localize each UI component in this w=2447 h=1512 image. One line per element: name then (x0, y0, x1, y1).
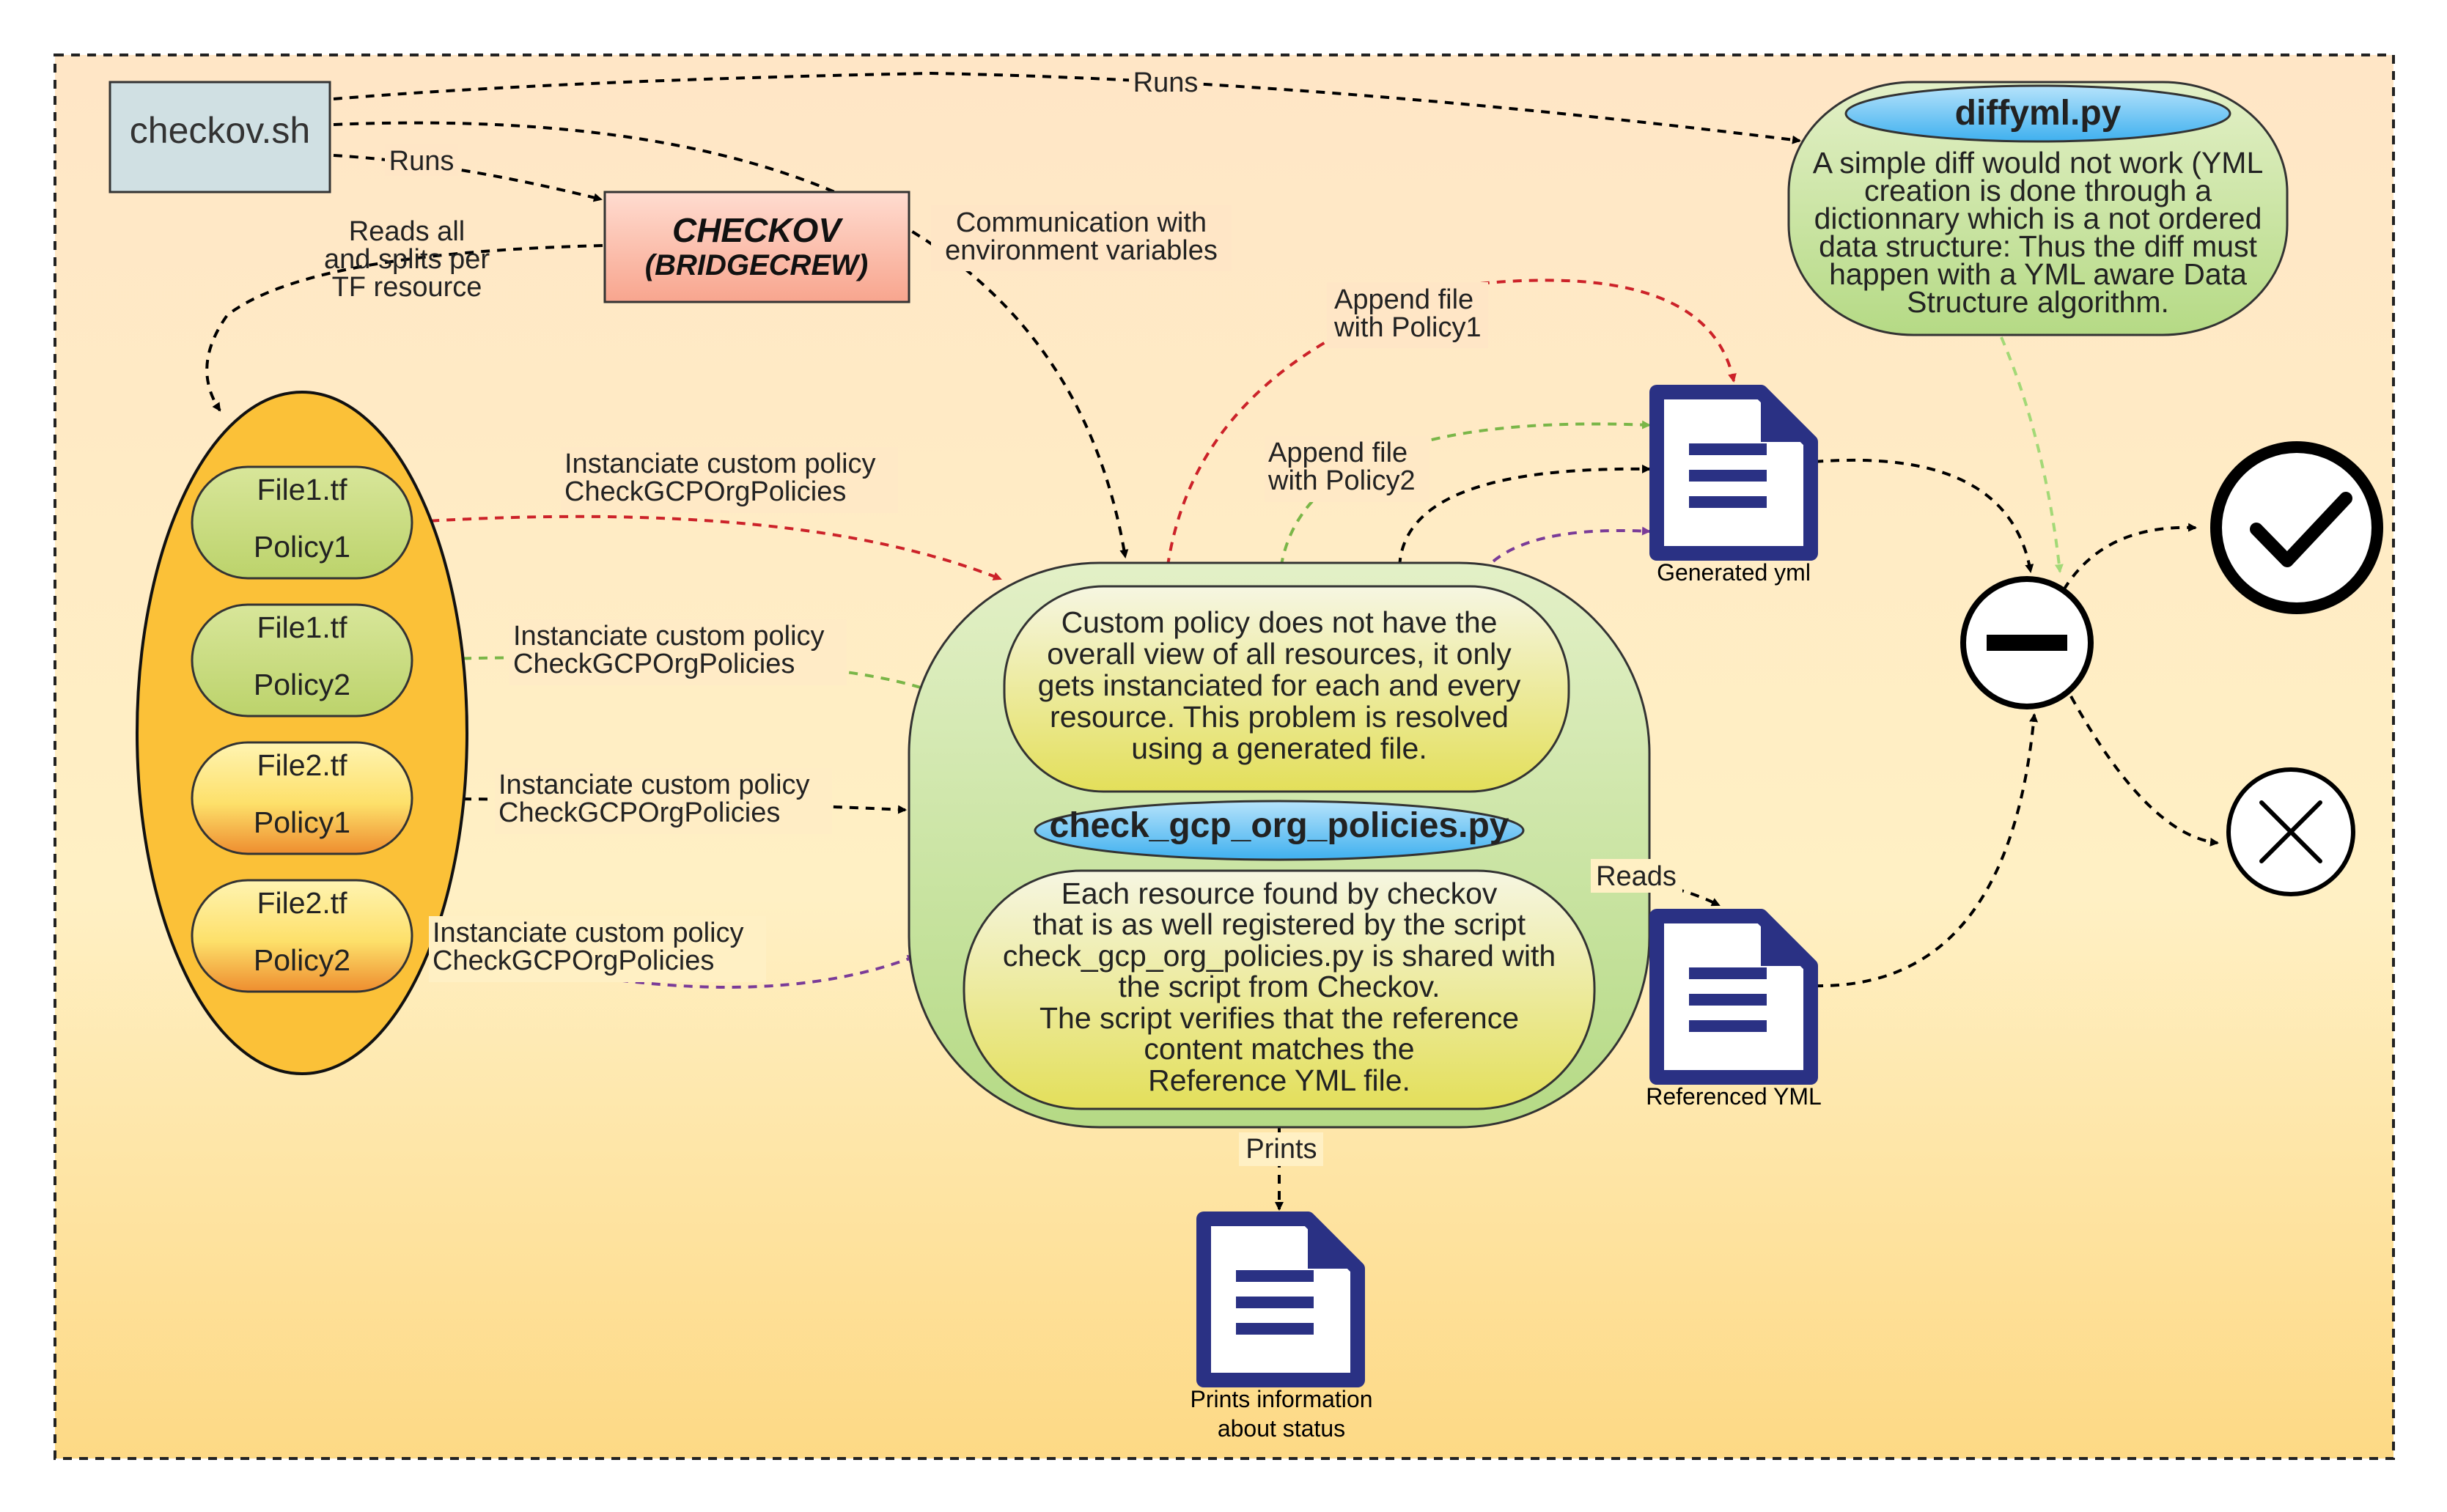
diffyml-text-2: creation is done through a (1864, 174, 2212, 207)
resource-policy: Policy2 (254, 943, 350, 977)
edge-ref-minus (1814, 713, 2039, 988)
prints-doc-caption-1: Prints information (1191, 1386, 1373, 1412)
resource-policy: Policy2 (254, 668, 350, 701)
script-bottom-text-1: Each resource found by checkov (1061, 877, 1498, 910)
edge-inst-4 (413, 937, 916, 989)
prints-doc-icon (1204, 1219, 1358, 1380)
diffyml-text-4: data structure: Thus the diff must (1819, 229, 2257, 263)
resource-file: File1.tf (257, 611, 347, 644)
label-reads-splits-1: Reads all (349, 216, 465, 247)
script-bottom-text-6: content matches the (1144, 1032, 1414, 1066)
label-runs-diffyml: Runs (1133, 67, 1199, 98)
script-bottom-text-4: the script from Checkov. (1119, 970, 1440, 1003)
script-top-text-4: resource. This problem is resolved (1050, 700, 1509, 734)
label-append1-1: Append file (1334, 284, 1473, 315)
label-append1-2: with Policy1 (1333, 312, 1482, 343)
referenced-yml-doc-icon (1657, 916, 1811, 1077)
script-title: check_gcp_org_policies.py (1050, 806, 1509, 845)
diffyml-text-6: Structure algorithm. (1907, 285, 2169, 319)
script-top-text-2: overall view of all resources, it only (1047, 637, 1512, 671)
script-top-text-3: gets instanciated for each and every (1038, 668, 1521, 702)
prints-doc-caption-2: about status (1218, 1415, 1345, 1442)
resource-policy: Policy1 (254, 530, 350, 564)
label-instanciate-1b: CheckGCPOrgPolicies (564, 476, 846, 507)
label-reads-splits-3: TF resource (332, 272, 482, 303)
checkov-bridgecrew-node (603, 191, 910, 303)
edge-inst-1 (413, 515, 1002, 580)
script-top-note (1003, 585, 1570, 793)
label-append2-1: Append file (1268, 438, 1408, 468)
resource-item-2: File1.tf Policy2 (191, 603, 413, 718)
label-env-1: Communication with (956, 207, 1207, 238)
label-instanciate-4b: CheckGCPOrgPolicies (433, 945, 714, 976)
label-env-2: environment variables (945, 235, 1218, 266)
script-top-text-1: Custom policy does not have the (1061, 605, 1498, 639)
resource-item-3: File2.tf Policy1 (191, 741, 413, 855)
check-mark (2250, 492, 2352, 567)
diffyml-text-3: dictionnary which is a not ordered (1814, 202, 2262, 235)
script-bottom-text-7: Reference YML file. (1148, 1063, 1410, 1097)
generated-yml-caption: Generated yml (1657, 559, 1811, 586)
label-instanciate-2a: Instanciate custom policy (513, 621, 825, 652)
resource-file: File2.tf (257, 886, 347, 920)
resource-item-4: File2.tf Policy2 (191, 879, 413, 993)
check-icon (2210, 441, 2383, 614)
minus-bar (1987, 635, 2067, 651)
edge-append-3 (1397, 464, 1651, 583)
edge-diff-minus (2000, 336, 2064, 573)
checkov-sh-node (108, 81, 331, 193)
diffyml-node (1787, 81, 2289, 336)
resource-item-1: File1.tf Policy1 (191, 465, 413, 580)
script-top-text-5: using a generated file. (1131, 731, 1427, 765)
label-prints: Prints (1245, 1134, 1317, 1165)
edge-runs-checkov (333, 154, 603, 202)
label-instanciate-3a: Instanciate custom policy (498, 770, 810, 800)
label-instanciate-3b: CheckGCPOrgPolicies (498, 797, 780, 828)
referenced-yml-caption: Referenced YML (1646, 1083, 1822, 1110)
label-instanciate-2b: CheckGCPOrgPolicies (513, 649, 795, 679)
resource-file: File2.tf (257, 748, 347, 782)
label-append2-2: with Policy2 (1267, 465, 1416, 496)
script-bottom-text-5: The script verifies that the reference (1039, 1001, 1519, 1035)
edge-minus-cross (2069, 696, 2219, 847)
edge-gen-minus (1814, 458, 2034, 573)
checkov-title: CHECKOV (672, 211, 843, 249)
label-instanciate-1a: Instanciate custom policy (564, 449, 876, 479)
diffyml-text-1: A simple diff would not work (YML (1813, 146, 2264, 180)
edge-minus-check (2062, 523, 2197, 591)
resource-policy: Policy1 (254, 805, 350, 839)
label-reads-splits-2: and splits per (324, 244, 490, 275)
label-reads: Reads (1596, 861, 1677, 892)
diffyml-title-pill (1844, 84, 2231, 143)
checkov-subtitle: (BRIDGECREW) (645, 249, 868, 281)
label-runs-checkov: Runs (389, 146, 455, 177)
script-title-pill (1034, 800, 1525, 861)
edge-runs-diffyml (333, 71, 1801, 144)
cross-mark (2259, 800, 2322, 863)
label-instanciate-4a: Instanciate custom policy (433, 918, 744, 948)
diffyml-text-5: happen with a YML aware Data (1829, 257, 2247, 291)
generated-yml-doc-icon (1657, 392, 1811, 553)
script-bottom-note (963, 869, 1596, 1110)
script-bottom-text-2: that is as well registered by the script (1033, 907, 1526, 941)
resource-file: File1.tf (257, 473, 347, 506)
diffyml-title: diffyml.py (1955, 94, 2122, 133)
edge-labels: Runs Runs Reads all and splits per TF re… (324, 64, 1682, 1166)
edge-reads-splits (205, 244, 603, 412)
checkov-sh-label: checkov.sh (130, 110, 310, 151)
script-bottom-text-3: check_gcp_org_policies.py is shared with (1003, 939, 1556, 973)
